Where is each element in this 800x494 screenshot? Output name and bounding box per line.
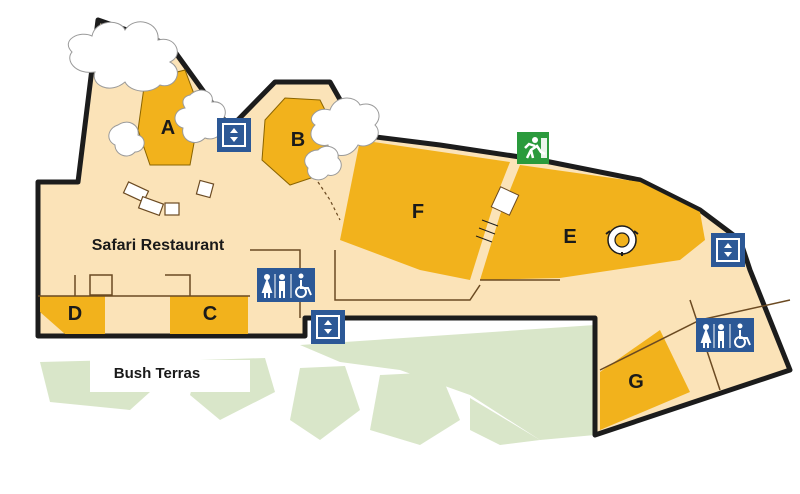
room-e-shape [480, 165, 705, 280]
room-c-shape [170, 296, 248, 334]
cloud-decoration [67, 21, 380, 181]
room-d-shape [40, 296, 105, 334]
elevator-icon [217, 118, 251, 152]
wheelchair-icon [295, 273, 312, 298]
toilets-icon [696, 318, 754, 352]
room-label-d: D [68, 303, 82, 325]
seating-icon [605, 225, 639, 256]
room-label-a: A [161, 117, 175, 139]
terrace-label: Bush Terras [114, 365, 200, 382]
emergency-exit-icon [517, 132, 549, 164]
room-label-b: B [291, 129, 305, 151]
room-label-c: C [203, 303, 217, 325]
restaurant-label: Safari Restaurant [92, 237, 225, 254]
elevator-icon [311, 310, 345, 344]
room-label-g: G [628, 371, 644, 393]
room-label-e: E [563, 226, 576, 248]
toilets-icon [257, 268, 315, 302]
elevator-icon [711, 233, 745, 267]
room-g-shape [600, 330, 690, 430]
room-label-f: F [412, 201, 424, 223]
wheelchair-icon [734, 323, 751, 348]
terrace-area [40, 325, 595, 445]
room-f-shape [340, 140, 510, 280]
